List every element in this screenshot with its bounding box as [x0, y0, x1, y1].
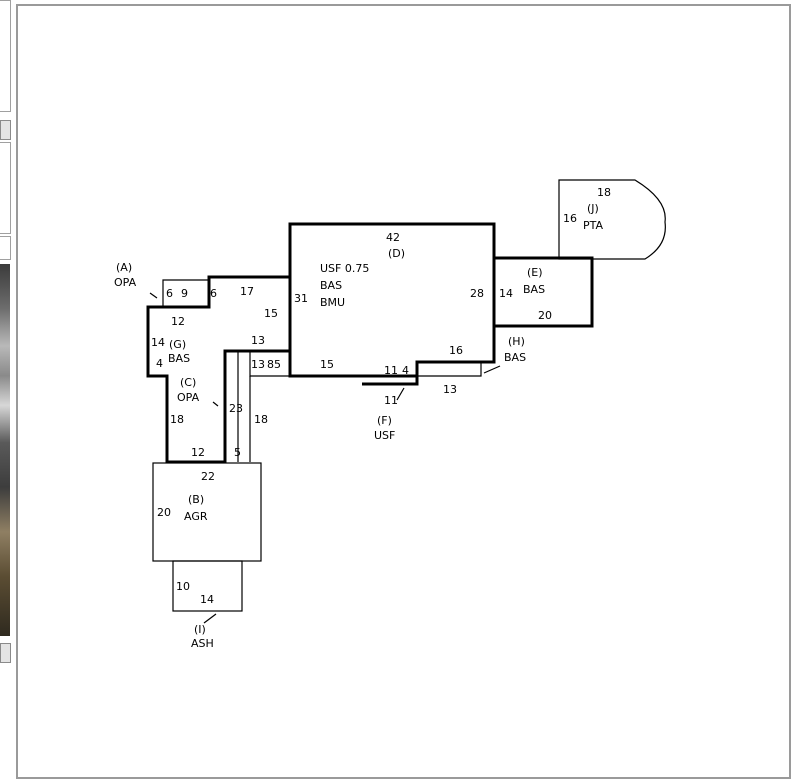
area-h-type: BAS: [504, 351, 526, 364]
area-e-type: BAS: [523, 283, 545, 296]
area-f-outline: [362, 376, 419, 386]
dim-g-top: 17: [240, 285, 254, 298]
area-c-type: OPA: [177, 391, 200, 404]
area-d-line1: USF 0.75: [320, 262, 369, 275]
dim-corridor-bottom: 5: [234, 446, 241, 459]
dim-d-left: 31: [294, 292, 308, 305]
strip-scroll-button-top[interactable]: [0, 120, 11, 140]
property-photo-thumbnail[interactable]: [0, 264, 10, 636]
area-j-outline: [558, 179, 666, 260]
area-a-type: OPA: [114, 276, 137, 289]
area-d-code: (D): [388, 247, 405, 260]
dim-g-step: 13: [251, 334, 265, 347]
area-j-code: (J): [587, 202, 599, 215]
strip-panel-top: [0, 0, 11, 112]
dim-i-bottom: 14: [200, 593, 214, 606]
area-b-code: (B): [188, 493, 204, 506]
dim-h-bottom: 13: [443, 383, 457, 396]
area-i-outline: [172, 560, 243, 612]
area-f-code: (F): [377, 414, 392, 427]
dim-g-mid: 12: [171, 315, 185, 328]
area-f-type: USF: [374, 429, 395, 442]
leader-a: [149, 292, 158, 299]
dim-a-right: 6: [210, 287, 217, 300]
area-d-line3: BMU: [320, 296, 345, 309]
dim-corridor-right: 18: [254, 413, 268, 426]
dim-i-left: 10: [176, 580, 190, 593]
strip-panel-small: [0, 236, 11, 260]
area-e-outline: [494, 256, 594, 328]
leader-i: [203, 613, 217, 624]
dim-e-left: 14: [499, 287, 513, 300]
area-i-type: ASH: [191, 637, 214, 650]
dim-c-right: 23: [229, 402, 243, 415]
area-h-outline: [416, 361, 482, 377]
area-g-code: (G): [169, 338, 186, 351]
area-e-code: (E): [527, 266, 543, 279]
dim-b-top: 22: [201, 470, 215, 483]
strip-panel-middle: [0, 142, 11, 234]
dim-d-top: 42: [386, 231, 400, 244]
dim-f-side: 4: [402, 364, 409, 377]
dim-c-small2: 85: [267, 358, 281, 371]
dim-g-left: 14: [151, 336, 165, 349]
dim-g-right: 15: [264, 307, 278, 320]
area-g-outline: [146, 275, 290, 464]
area-i-code: (I): [194, 623, 206, 636]
dim-d-right: 28: [470, 287, 484, 300]
area-j-type: PTA: [583, 219, 603, 232]
dim-j-left: 16: [563, 212, 577, 225]
dim-c-bottom: 12: [191, 446, 205, 459]
area-g-type: BAS: [168, 352, 190, 365]
dim-a-left: 6: [166, 287, 173, 300]
left-thumbnail-strip: [0, 0, 14, 778]
dim-f-bottom: 11: [384, 394, 398, 407]
strip-scroll-button-bottom[interactable]: [0, 643, 11, 663]
dim-a-top: 9: [181, 287, 188, 300]
area-a-code: (A): [116, 261, 132, 274]
area-h-code: (H): [508, 335, 525, 348]
sketch-panel: [16, 4, 791, 779]
leader-c: [212, 401, 219, 407]
dim-d-bottom-left: 15: [320, 358, 334, 371]
leader-f: [396, 387, 405, 401]
dim-d-step: 16: [449, 344, 463, 357]
dim-c-small1: 13: [251, 358, 265, 371]
dim-g-short: 4: [156, 357, 163, 370]
area-b-type: AGR: [184, 510, 208, 523]
area-a-outline: [162, 279, 209, 307]
area-d-line2: BAS: [320, 279, 342, 292]
area-c-inner: [238, 350, 290, 377]
dim-e-bottom: 20: [538, 309, 552, 322]
dim-c-left: 18: [170, 413, 184, 426]
dim-f-top: 11: [384, 364, 398, 377]
dim-j-top: 18: [597, 186, 611, 199]
area-c-code: (C): [180, 376, 196, 389]
leader-h: [483, 365, 501, 374]
corridor-outline: [237, 351, 251, 462]
dim-b-left: 20: [157, 506, 171, 519]
